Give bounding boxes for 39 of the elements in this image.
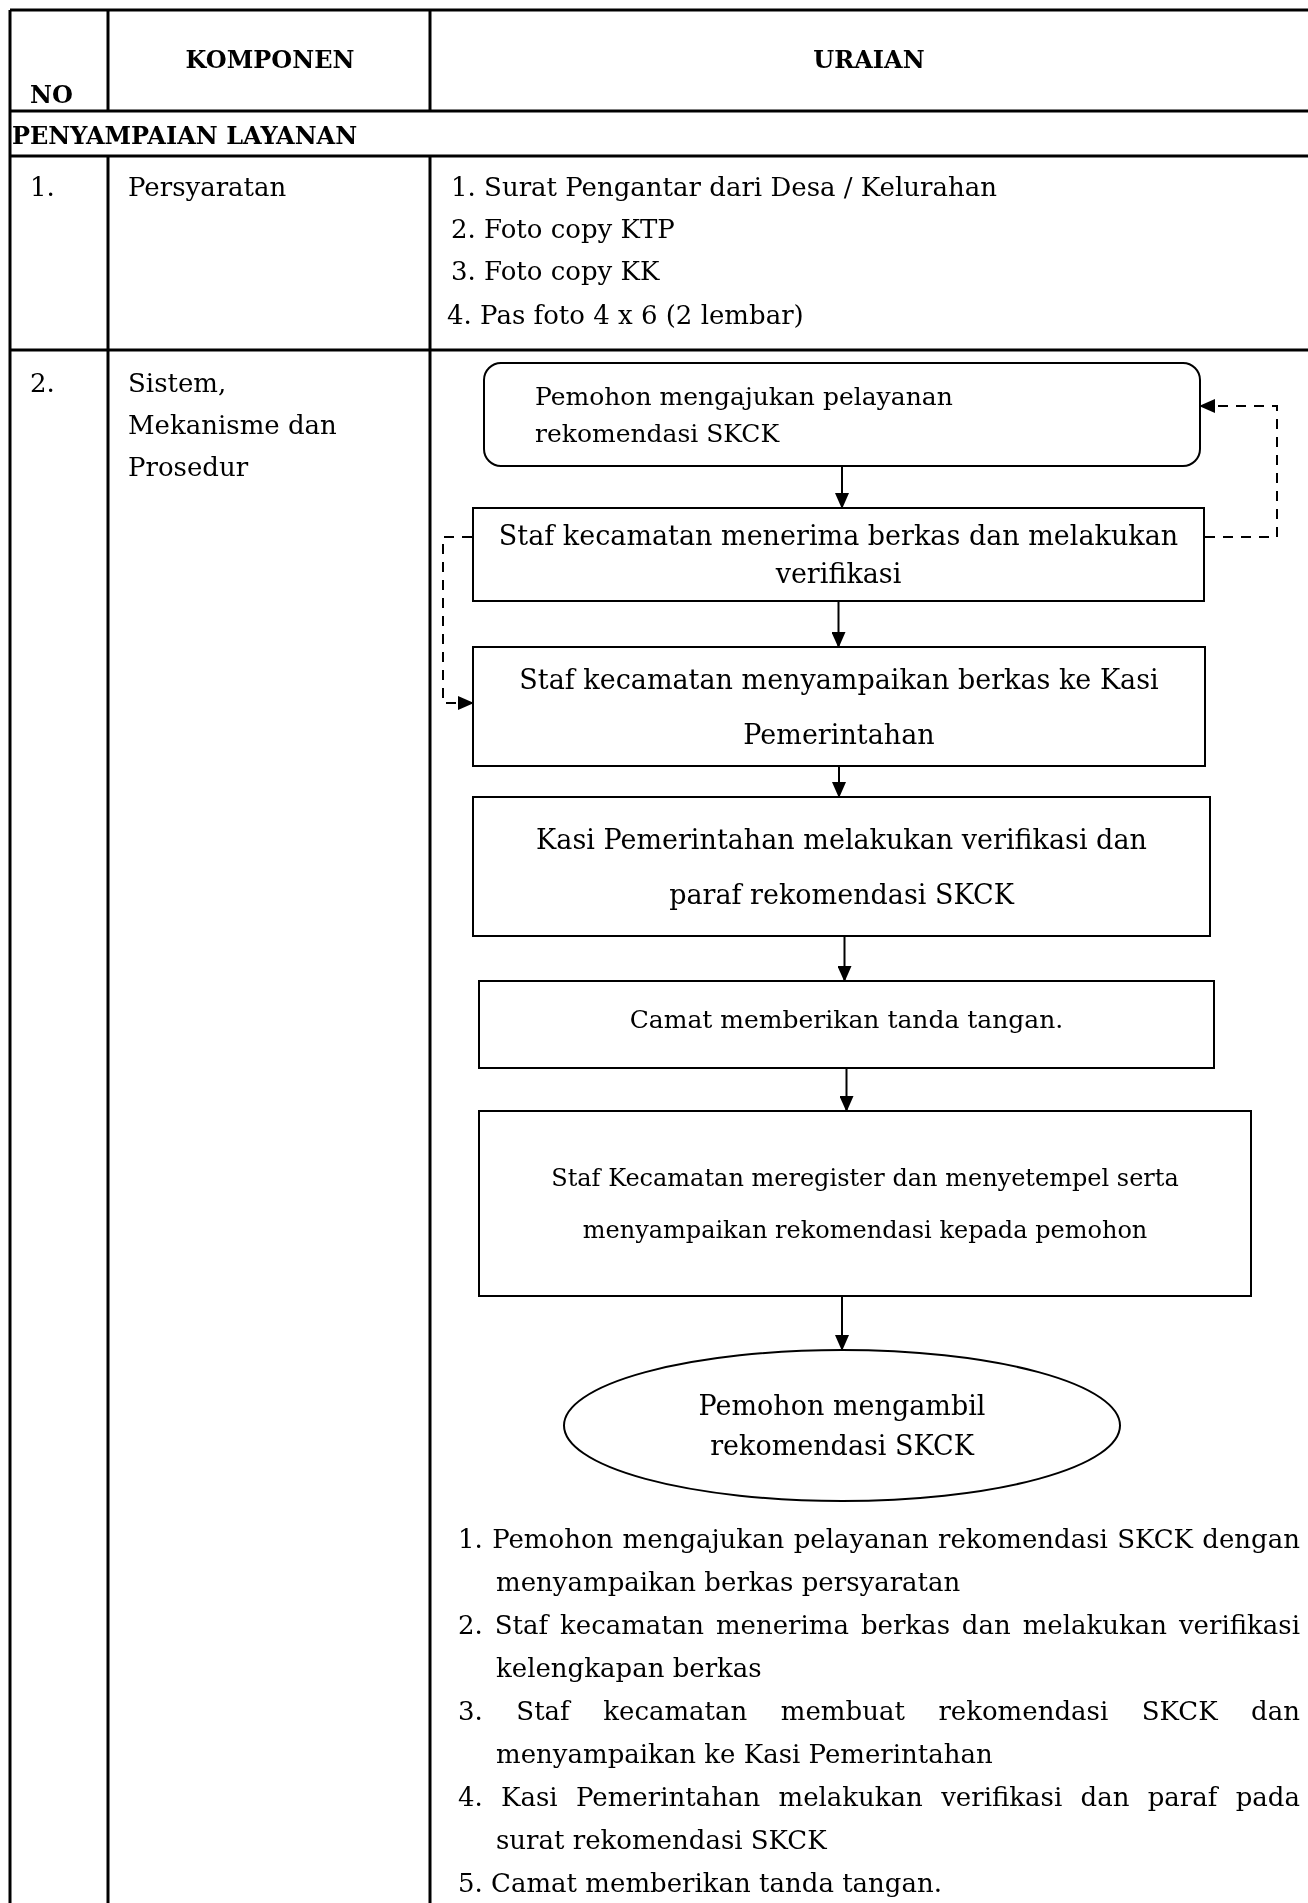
- column-header: KOMPONEN: [184, 45, 356, 75]
- step-text: Pemohon mengambil rekomendasi SKCK: [697, 1388, 987, 1463]
- process-box: [472, 507, 1205, 602]
- component-name: Sistem, Mekanisme dan Prosedur: [128, 367, 338, 484]
- process-box: [472, 646, 1206, 767]
- step-text: Staf kecamatan menyampaikan berkas ke Kasi Pemerintahan: [519, 662, 1159, 752]
- process-box: [478, 980, 1215, 1069]
- arrow: [832, 766, 846, 798]
- arrow: [837, 936, 852, 982]
- requirement-item: 2. Foto copy KTP: [451, 213, 675, 246]
- row-number: 2.: [30, 367, 56, 400]
- start-box: [483, 362, 1201, 467]
- procedure-step: 4. Kasi Pemerintahan melakukan verifikasi dan paraf pada surat rekomendasi SKCK: [458, 1776, 1300, 1862]
- procedure-step: 1. Pemohon mengajukan pelayanan rekomendasi SKCK dengan menyampaikan berkas persyaratan: [458, 1518, 1300, 1604]
- requirement-item: 4. Pas foto 4 x 6 (2 lembar): [447, 299, 804, 332]
- arrow: [835, 466, 849, 509]
- arrow: [835, 1296, 849, 1351]
- procedure-step: 3. Staf kecamatan membuat rekomendasi SKCK dan menyampaikan ke Kasi Pemerintahan: [458, 1690, 1300, 1776]
- arrow: [839, 1068, 854, 1112]
- column-header: URAIAN: [812, 45, 926, 75]
- section-heading: PENYAMPAIAN LAYANAN: [12, 120, 358, 152]
- step-text: Camat memberikan tanda tangan.: [629, 1004, 1064, 1036]
- row-number: 1.: [30, 171, 56, 204]
- component-name: Persyaratan: [128, 171, 288, 204]
- arrow: [831, 601, 846, 648]
- step-text: Kasi Pemerintahan melakukan verifikasi dan paraf rekomendasi SKCK: [535, 822, 1148, 912]
- process-box: [478, 1110, 1252, 1297]
- dashed-arrow: [1199, 399, 1278, 538]
- column-header: NO: [30, 80, 73, 110]
- requirement-item: 3. Foto copy KK: [451, 255, 660, 288]
- requirement-item: 1. Surat Pengantar dari Desa / Kelurahan: [451, 171, 997, 204]
- step-text: Staf Kecamatan meregister dan menyetempel serta menyampaikan rekomendasi kepada pemohon: [550, 1162, 1180, 1246]
- procedure-step: 5. Camat memberikan tanda tangan.: [458, 1862, 1300, 1903]
- procedure-step: 2. Staf kecamatan menerima berkas dan melakukan verifikasi kelengkapan berkas: [458, 1604, 1300, 1690]
- dashed-arrow: [442, 536, 474, 710]
- step-text: Staf kecamatan menerima berkas dan melakukan verifikasi: [497, 518, 1180, 591]
- step-text: Pemohon mengajukan pelayanan rekomendasi SKCK: [535, 380, 954, 450]
- end-ellipse: [563, 1349, 1121, 1502]
- process-box: [472, 796, 1211, 937]
